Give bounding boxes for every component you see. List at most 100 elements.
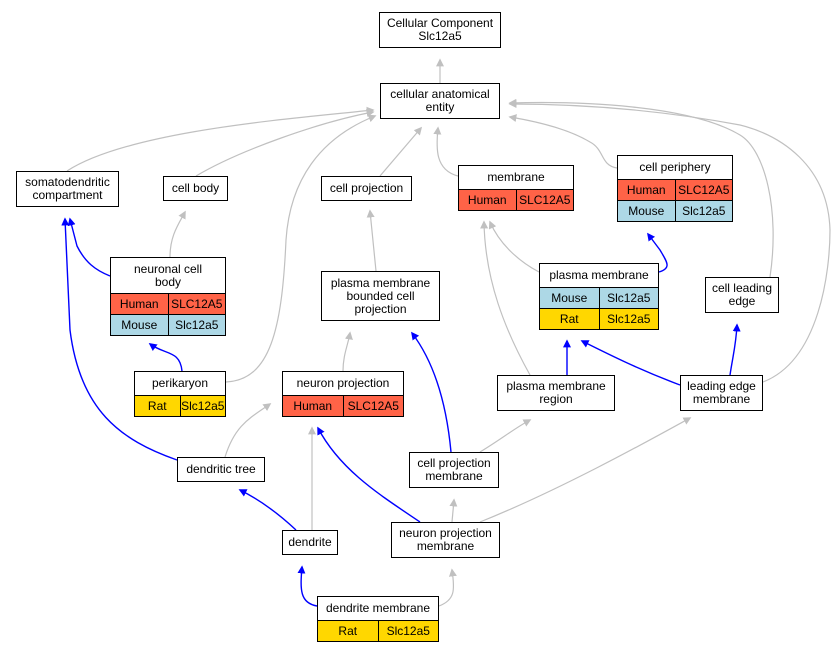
gene-symbol: SLC12A5: [674, 180, 732, 200]
edge-is-a-plasmamem-to-membrane: [488, 220, 540, 273]
node-label: cell projection: [329, 181, 404, 195]
edge-is-a-pmbcp-to-cellproj: [366, 209, 377, 272]
node-lemembrane[interactable]: leading edge membrane: [680, 375, 763, 411]
edge-is-a-neuronproj-to-pmbcp: [342, 331, 353, 372]
node-label: plasma membrane: [549, 268, 649, 282]
edge-is-a-dendritictree-to-neuronproj: [224, 403, 272, 458]
gene-symbol: Slc12a5: [674, 201, 732, 221]
species-label: Rat: [318, 621, 378, 641]
edge-part-of-lemembrane-to-leadingedge: [729, 323, 741, 376]
species-label: Human: [459, 190, 516, 210]
node-label: somatodendritic compartment: [25, 175, 110, 202]
node-pmbcp[interactable]: plasma membrane bounded cell projection: [321, 271, 440, 321]
node-label: plasma membrane region: [506, 379, 606, 406]
edge-part-of-lemembrane-to-plasmamem: [580, 340, 681, 386]
node-label: neuron projection membrane: [399, 526, 492, 553]
node-label: cell leading edge: [711, 281, 773, 308]
node-label: cell periphery: [639, 160, 711, 174]
edge-is-a-npmembrane-to-lemembrane: [479, 417, 692, 523]
edge-is-a-npmembrane-to-cpmembrane: [449, 498, 458, 523]
gene-symbol: Slc12a5: [377, 621, 438, 641]
node-label: plasma membrane bounded cell projection: [330, 275, 431, 316]
edge-part-of-perikaryon-to-neuronalbody: [148, 343, 183, 372]
node-cpmembrane[interactable]: cell projection membrane: [409, 452, 499, 488]
node-label: cell projection membrane: [417, 456, 491, 483]
node-dendritictree[interactable]: dendritic tree: [177, 457, 265, 482]
gene-symbol: Slc12a5: [598, 288, 658, 308]
gene-symbol: Slc12a5: [179, 396, 225, 416]
edge-is-a-perikaryon-to-cae: [225, 114, 377, 383]
edge-part-of-npmembrane-to-neuronproj: [317, 426, 421, 523]
edge-is-a-periphery-to-cae: [508, 114, 618, 169]
node-label: dendrite: [288, 535, 332, 549]
node-label: neuron projection: [296, 376, 390, 390]
species-label: Rat: [540, 309, 599, 329]
gene-symbol: Slc12a5: [167, 315, 225, 335]
node-label: cellular anatomical entity: [390, 87, 490, 114]
gene-symbol: SLC12A5: [515, 190, 573, 210]
edge-is-a-dendmembrane-to-npmembrane: [438, 568, 457, 607]
node-label: dendritic tree: [186, 462, 256, 476]
edge-part-of-cpmembrane-to-pmbcp: [411, 331, 452, 453]
edge-is-a-cellbody-to-cae: [195, 109, 375, 177]
edge-is-a-lemembrane-to-cae: [508, 100, 831, 383]
species-label: Mouse: [540, 288, 599, 308]
node-somato[interactable]: somatodendritic compartment: [16, 171, 119, 207]
edge-is-a-cpmembrane-to-pmregion: [479, 419, 532, 453]
gene-symbol: SLC12A5: [342, 396, 403, 416]
edge-part-of-plasmamem-to-periphery: [647, 232, 668, 273]
node-cae[interactable]: cellular anatomical entity: [380, 83, 500, 119]
edge-part-of-dendrite-to-dendritictree: [238, 489, 297, 531]
edge-is-a-cellproj-to-cae: [379, 126, 423, 177]
node-label: neuronal cell body: [133, 261, 203, 289]
node-cellbody[interactable]: cell body: [163, 176, 228, 201]
node-label: membrane: [487, 170, 545, 184]
edge-is-a-neuronalbody-to-cellbody: [169, 210, 186, 258]
node-label: dendrite membrane: [325, 601, 431, 615]
node-label: leading edge membrane: [687, 379, 756, 406]
species-label: Mouse: [618, 201, 675, 221]
node-label: perikaryon: [151, 376, 209, 390]
species-label: Rat: [135, 396, 180, 416]
edge-part-of-dendmembrane-to-dendrite: [297, 565, 318, 607]
species-label: Mouse: [111, 315, 168, 335]
node-root[interactable]: Cellular Component Slc12a5: [379, 12, 501, 48]
species-label: Human: [618, 180, 675, 200]
edge-part-of-neuronalbody-to-somato: [67, 217, 111, 277]
node-npmembrane[interactable]: neuron projection membrane: [391, 522, 500, 558]
node-pmregion[interactable]: plasma membrane region: [497, 375, 615, 411]
edge-is-a-leadingedge-to-cae: [508, 98, 774, 278]
species-label: Human: [283, 396, 343, 416]
gene-symbol: SLC12A5: [167, 294, 225, 314]
edge-is-a-somato-to-cae: [66, 106, 375, 172]
species-label: Human: [111, 294, 168, 314]
node-dendrite[interactable]: dendrite: [282, 530, 338, 555]
edge-is-a-pmregion-to-membrane: [480, 220, 531, 376]
edge-is-a-membrane-to-cae: [433, 126, 459, 177]
node-leadingedge[interactable]: cell leading edge: [705, 277, 779, 313]
edge-part-of-dendritictree-to-somato: [61, 217, 178, 461]
node-label: cell body: [171, 181, 220, 195]
gene-symbol: Slc12a5: [598, 309, 658, 329]
node-cellproj[interactable]: cell projection: [321, 176, 412, 201]
node-label: Cellular Component Slc12a5: [386, 16, 494, 43]
